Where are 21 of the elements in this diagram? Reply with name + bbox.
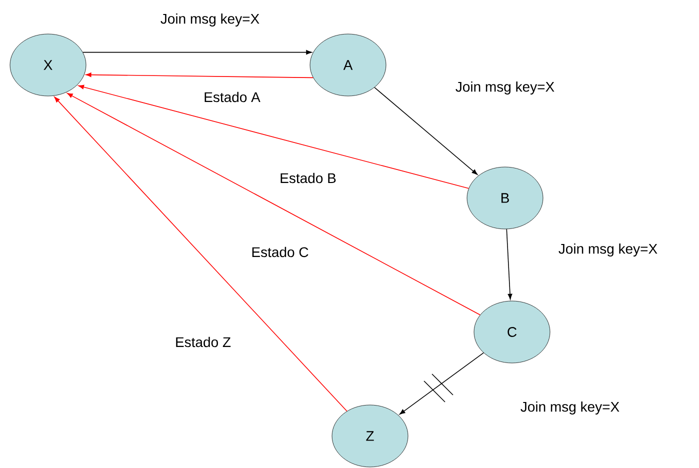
edge-label: Join msg key=X: [159, 12, 261, 28]
arrow: [78, 84, 470, 189]
arrow: [86, 72, 314, 78]
edge-label: Estado C: [250, 246, 310, 258]
circle-node: X: [10, 34, 86, 96]
circle-node: C: [474, 300, 550, 364]
arrow: [374, 87, 478, 175]
edge-label: Estado A: [202, 90, 262, 104]
edge-label: Join msg key=X: [454, 80, 556, 96]
edge-label: Estado Z: [174, 336, 232, 348]
arrow: [54, 96, 348, 412]
edge-label: Join msg key=X: [557, 242, 659, 258]
arrow: [399, 352, 484, 415]
edge-label: Join msg key=X: [519, 400, 621, 416]
edge-label: Estado B: [278, 172, 338, 184]
circle-node: B: [466, 166, 544, 230]
arrow: [82, 50, 312, 55]
arrow: [506, 228, 512, 300]
circle-node: A: [310, 34, 386, 96]
arrow: [67, 92, 480, 316]
circle-node: Z: [332, 404, 408, 468]
